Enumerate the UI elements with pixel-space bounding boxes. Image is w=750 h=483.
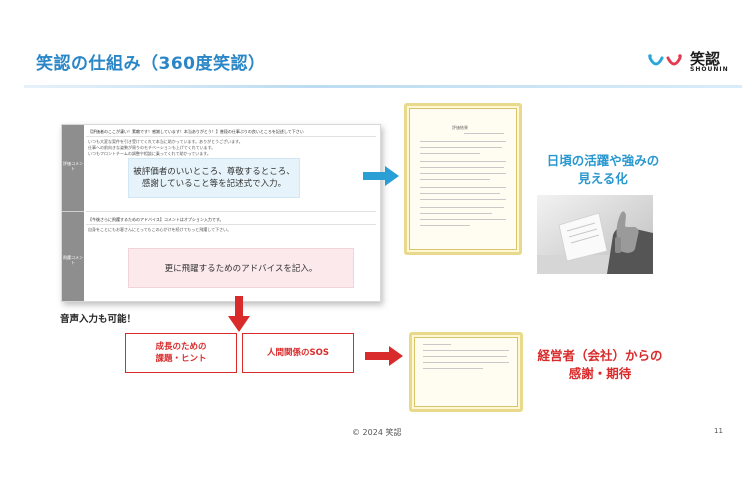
arrow-right-red-icon (365, 346, 403, 366)
form-rule (86, 224, 376, 225)
certificate-text-line (420, 161, 506, 162)
certificate-text-line (423, 344, 451, 345)
certificate-text-line (420, 213, 492, 214)
relationship-sos-box: 人間関係のSOS (242, 333, 354, 373)
voice-input-note: 音声入力も可能！ (60, 314, 137, 325)
form-sidebar: 評価コメント 飛躍コメント (62, 125, 84, 301)
arrow-down-red-icon (228, 296, 250, 332)
growth-hints-line: 課題・ヒント (155, 354, 207, 364)
title-underline (24, 85, 742, 88)
section1-text-line: いつも大変な案件を引き受けてくれて本当に助かっています。ありがとうございます。 (88, 139, 243, 144)
certificate-text-line (420, 141, 506, 142)
certificate-border (409, 332, 523, 412)
certificate-text-line (420, 179, 490, 180)
evaluation-callout-line: 感謝していること等を記述式で入力。 (141, 179, 287, 189)
certificate-text-line (420, 193, 500, 194)
section2-prompt: 【今後さらに飛躍するためのアドバイス】コメントはオプション入力です。 (88, 217, 224, 222)
certificate-text-line (420, 153, 480, 154)
evaluation-callout-line: 被評価者のいいところ、尊敬するところ、 (133, 167, 295, 177)
certificate-bottom (409, 332, 523, 412)
section-label-growth: 飛躍コメント (63, 255, 83, 265)
shounin-logo-icon (648, 54, 682, 66)
footer-copyright: © 2024 笑認 (352, 428, 402, 437)
logo-subtext: SHOUNIN (690, 66, 729, 73)
arrow-right-blue-icon (363, 166, 399, 186)
certificate-text-line (420, 207, 504, 208)
form-rule (86, 136, 376, 137)
certificate-top: 評価結果 (404, 103, 522, 255)
visibility-heading: 日頃の活躍や強みの 見える化 (536, 152, 670, 188)
section1-prompt: 【評価者のここが凄い！素敵です！感謝しています！本当ありがとう！】普段の仕事ぶり… (88, 129, 304, 134)
appreciation-heading: 経営者（会社）からの 感謝・期待 (528, 347, 672, 383)
certificate-text-line (420, 225, 470, 226)
certificate-text-line (420, 173, 506, 174)
form-rule (86, 211, 376, 212)
growth-hints-line: 成長のための (155, 342, 207, 352)
certificate-border (404, 103, 522, 255)
sidebar-divider (62, 211, 84, 212)
appreciation-heading-line: 経営者（会社）からの (537, 348, 663, 363)
appreciation-heading-line: 感謝・期待 (568, 366, 632, 381)
certificate-text-line (420, 147, 502, 148)
certificate-text-line (420, 187, 506, 188)
page-number: 11 (714, 427, 723, 435)
section1-text-line: 仕事への前向きな姿勢が周りのモチベーションも上げてくれています。 (88, 145, 216, 150)
section-label-evaluation: 評価コメント (63, 161, 83, 171)
certificate-text-line (420, 167, 504, 168)
thumbs-up-photo (537, 195, 653, 274)
growth-hints-box: 成長のための 課題・ヒント (125, 333, 237, 373)
visibility-heading-line: 日頃の活躍や強みの (546, 153, 660, 168)
certificate-header: 評価結果 (452, 125, 468, 130)
logo-text: 笑認 (690, 50, 721, 68)
certificate-text-line (464, 133, 504, 134)
evaluation-callout: 被評価者のいいところ、尊敬するところ、 感謝していること等を記述式で入力。 (128, 158, 300, 198)
certificate-text-line (423, 362, 509, 363)
visibility-heading-line: 見える化 (578, 171, 628, 186)
section2-text-line: 自身をことにもお客さんにとってもこの心がけを続けてもっと飛躍して下さい。 (88, 227, 232, 232)
certificate-text-line (420, 219, 506, 220)
certificate-text-line (423, 350, 509, 351)
section1-text-line: いつもフロントチームの調整や相談に乗ってくれて助かっています。 (88, 151, 211, 156)
certificate-text-line (423, 368, 483, 369)
certificate-text-line (423, 356, 507, 357)
slide-title: 笑認の仕組み（360度笑認） (36, 54, 266, 74)
certificate-text-line (420, 199, 506, 200)
advice-callout: 更に飛躍するためのアドバイスを記入。 (128, 248, 354, 288)
